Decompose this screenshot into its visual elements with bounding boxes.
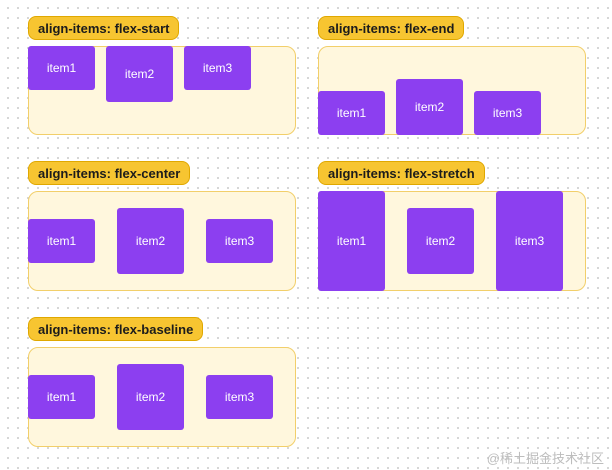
- panel-flex-center-item2: item2: [117, 208, 184, 274]
- panel-flex-stretch-item2: item2: [407, 208, 474, 274]
- panel-flex-stretch-item3: item3: [496, 191, 563, 291]
- panel-flex-center-item1: item1: [28, 219, 95, 263]
- panel-flex-start-label: align-items: flex-start: [28, 16, 180, 40]
- panel-flex-baseline-label: align-items: flex-baseline: [28, 317, 204, 341]
- panel-flex-end-item1: item1: [318, 91, 385, 135]
- panel-flex-center-item3: item3: [206, 219, 273, 263]
- panel-flex-stretch-label: align-items: flex-stretch: [318, 161, 485, 185]
- panel-flex-baseline-item1: item1: [28, 375, 95, 419]
- panel-flex-start-item2: item2: [106, 46, 173, 102]
- panel-flex-center-label: align-items: flex-center: [28, 161, 191, 185]
- panel-flex-end-item2: item2: [396, 79, 463, 135]
- panel-flex-baseline-item3: item3: [206, 375, 273, 419]
- panel-flex-stretch-item1: item1: [318, 191, 385, 291]
- panel-flex-start-item1: item1: [28, 46, 95, 90]
- panel-flex-baseline-item2: item2: [117, 364, 184, 430]
- panel-flex-end-label: align-items: flex-end: [318, 16, 465, 40]
- panel-flex-start-item3: item3: [184, 46, 251, 90]
- panel-flex-end-item3: item3: [474, 91, 541, 135]
- watermark: @稀土掘金技术社区: [486, 451, 604, 466]
